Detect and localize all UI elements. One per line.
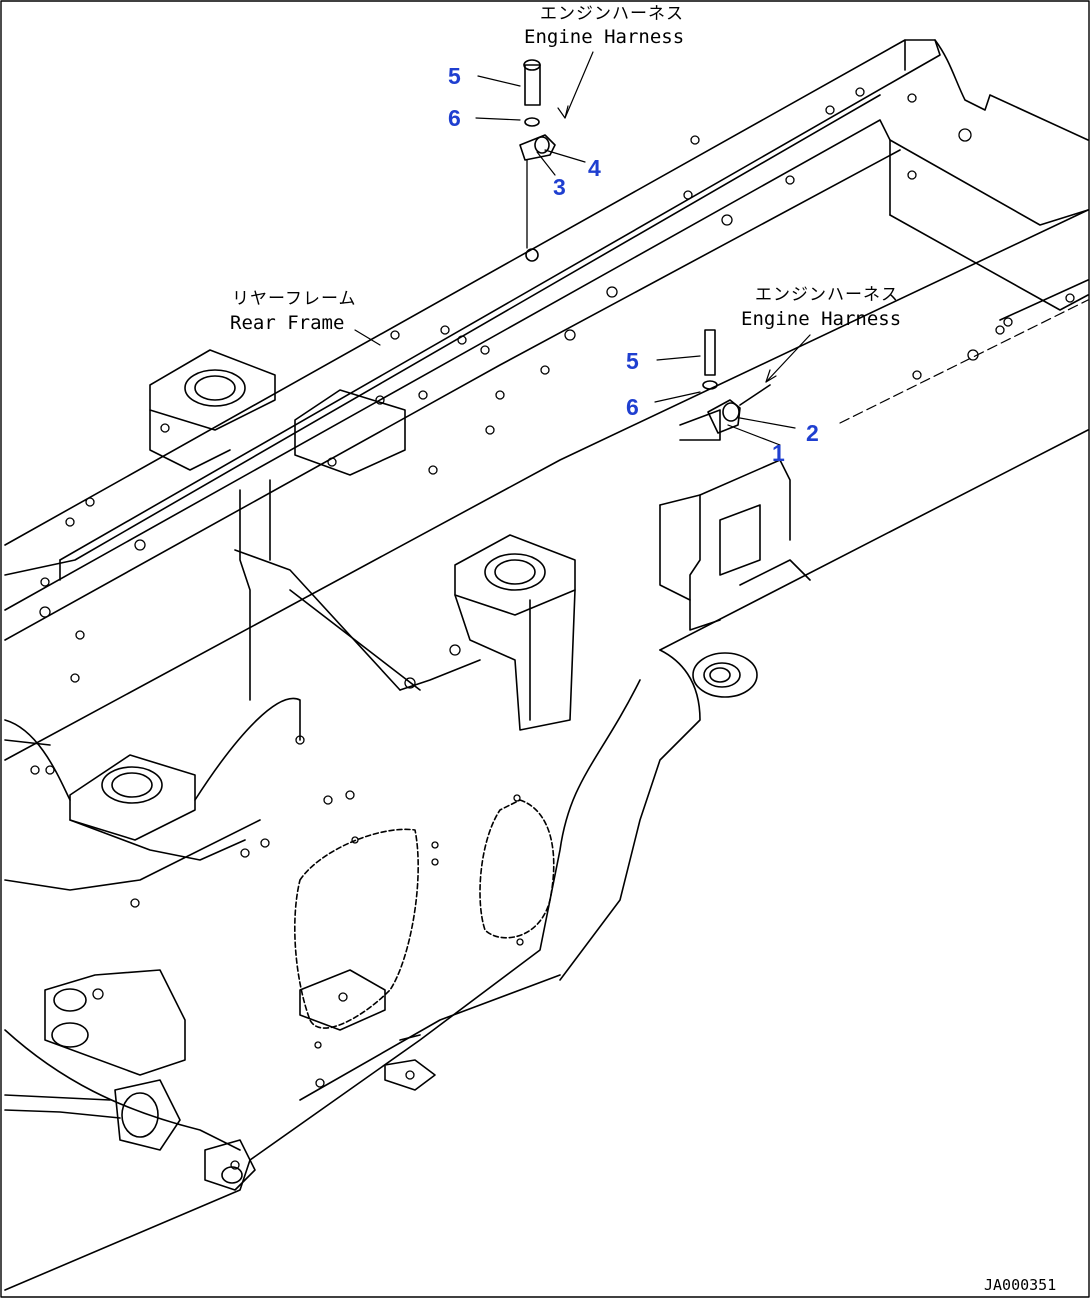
lower-link-arm: [44, 969, 436, 1191]
engine-harness-label-jp-right: エンジンハーネス: [755, 285, 899, 305]
cross-member-lower: [4, 697, 301, 861]
part-number-3: 3: [553, 174, 566, 200]
right-clip-assembly: [679, 299, 1089, 441]
engine-harness-label-right: Engine Harness: [741, 308, 902, 330]
engine-harness-label-top: Engine Harness: [524, 26, 685, 48]
part-number-6-top: 6: [448, 105, 461, 131]
drawing-id: JA000351: [984, 1276, 1057, 1294]
top-clip-assembly: [519, 59, 556, 262]
bolt-heads: [30, 87, 1075, 1170]
part-number-4: 4: [588, 155, 601, 181]
cross-member-center: [399, 534, 576, 731]
cross-member-left: [149, 349, 421, 701]
part-number-5-right: 5: [626, 348, 639, 374]
part-number-2: 2: [806, 420, 819, 446]
part-number-1: 1: [772, 440, 785, 466]
part-number-6-right: 6: [626, 394, 639, 420]
rear-frame-label: Rear Frame: [230, 312, 345, 334]
upper-frame-rail: [4, 39, 1089, 641]
lower-frame-side: [4, 209, 1089, 1291]
rear-frame-label-jp: リヤーフレーム: [232, 289, 357, 309]
engine-harness-label-jp-top: エンジンハーネス: [540, 4, 684, 24]
mount-bracket-right: [659, 459, 811, 631]
pivot-bushing: [692, 652, 758, 698]
part-number-5-top: 5: [448, 63, 461, 89]
access-openings: [294, 799, 555, 1031]
leader-lines: [354, 51, 811, 446]
